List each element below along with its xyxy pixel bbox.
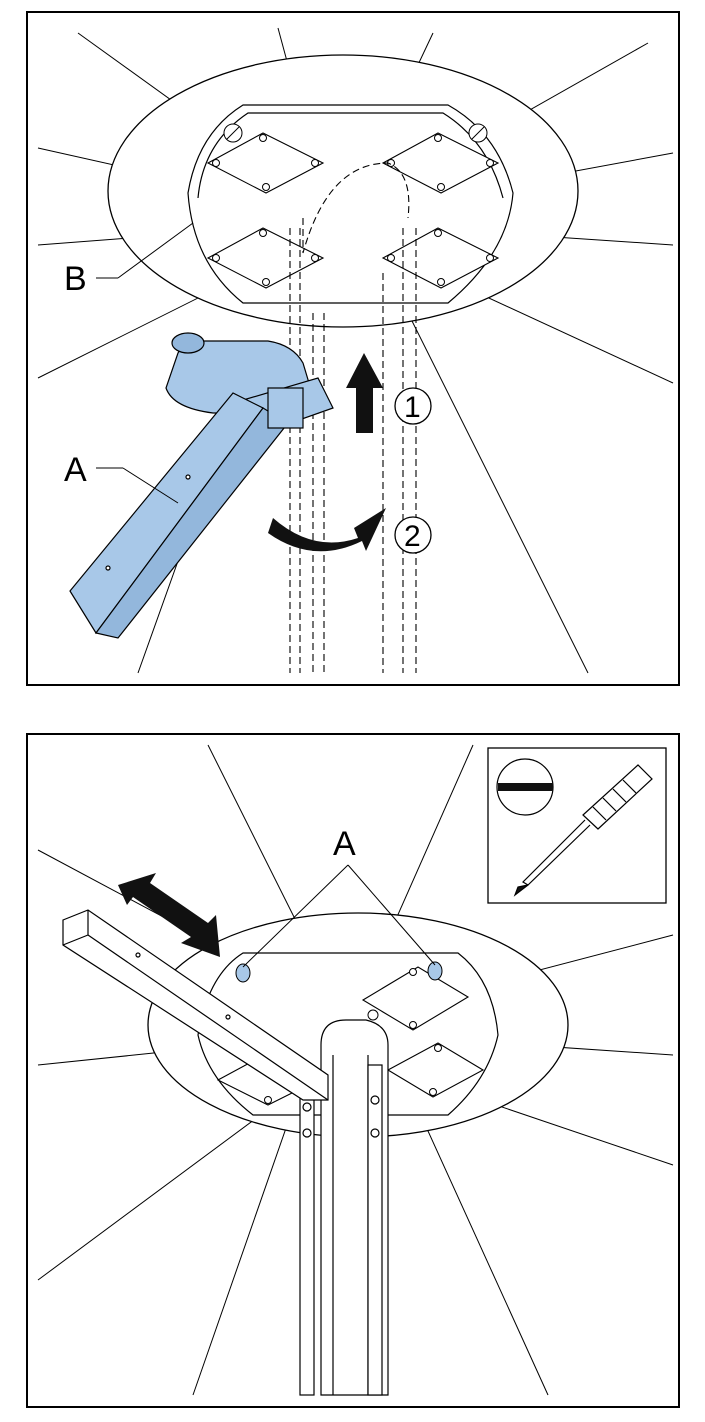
- callout-a-label: A: [333, 825, 356, 863]
- callout-a-label: A: [64, 451, 87, 489]
- flat-screwdriver-icon: [513, 764, 653, 897]
- callout-b-label: B: [64, 260, 87, 298]
- step-1-badge: [394, 387, 432, 425]
- hub-bolts: [223, 123, 488, 143]
- diagram-panel-step-1: B A 1 2: [26, 11, 680, 686]
- mounting-plates: [206, 132, 500, 289]
- panel-2-illustration: A: [37, 744, 674, 1396]
- panel-1-illustration: B A 1 2: [37, 27, 674, 674]
- step-2-number: 2: [404, 520, 421, 553]
- plate-screws: [212, 134, 494, 286]
- umbrella-pole: [299, 1019, 389, 1396]
- crank-arm: [62, 909, 329, 1101]
- screws-part-a: [235, 961, 443, 983]
- step-2-badge: [394, 516, 432, 554]
- mounting-plates: [216, 966, 485, 1106]
- slide-arrow: [118, 873, 220, 957]
- diagram-panel-step-2: A: [26, 733, 680, 1408]
- lift-arrow: [346, 353, 383, 433]
- step-1-number: 1: [404, 391, 421, 424]
- rotate-arrow: [268, 508, 386, 552]
- callout-leaders: [96, 222, 194, 504]
- callout-leaders: [242, 864, 436, 968]
- tool-inset: [487, 747, 667, 904]
- pole-hidden-outline: [289, 162, 417, 673]
- crank-handle-part-a: [69, 332, 334, 639]
